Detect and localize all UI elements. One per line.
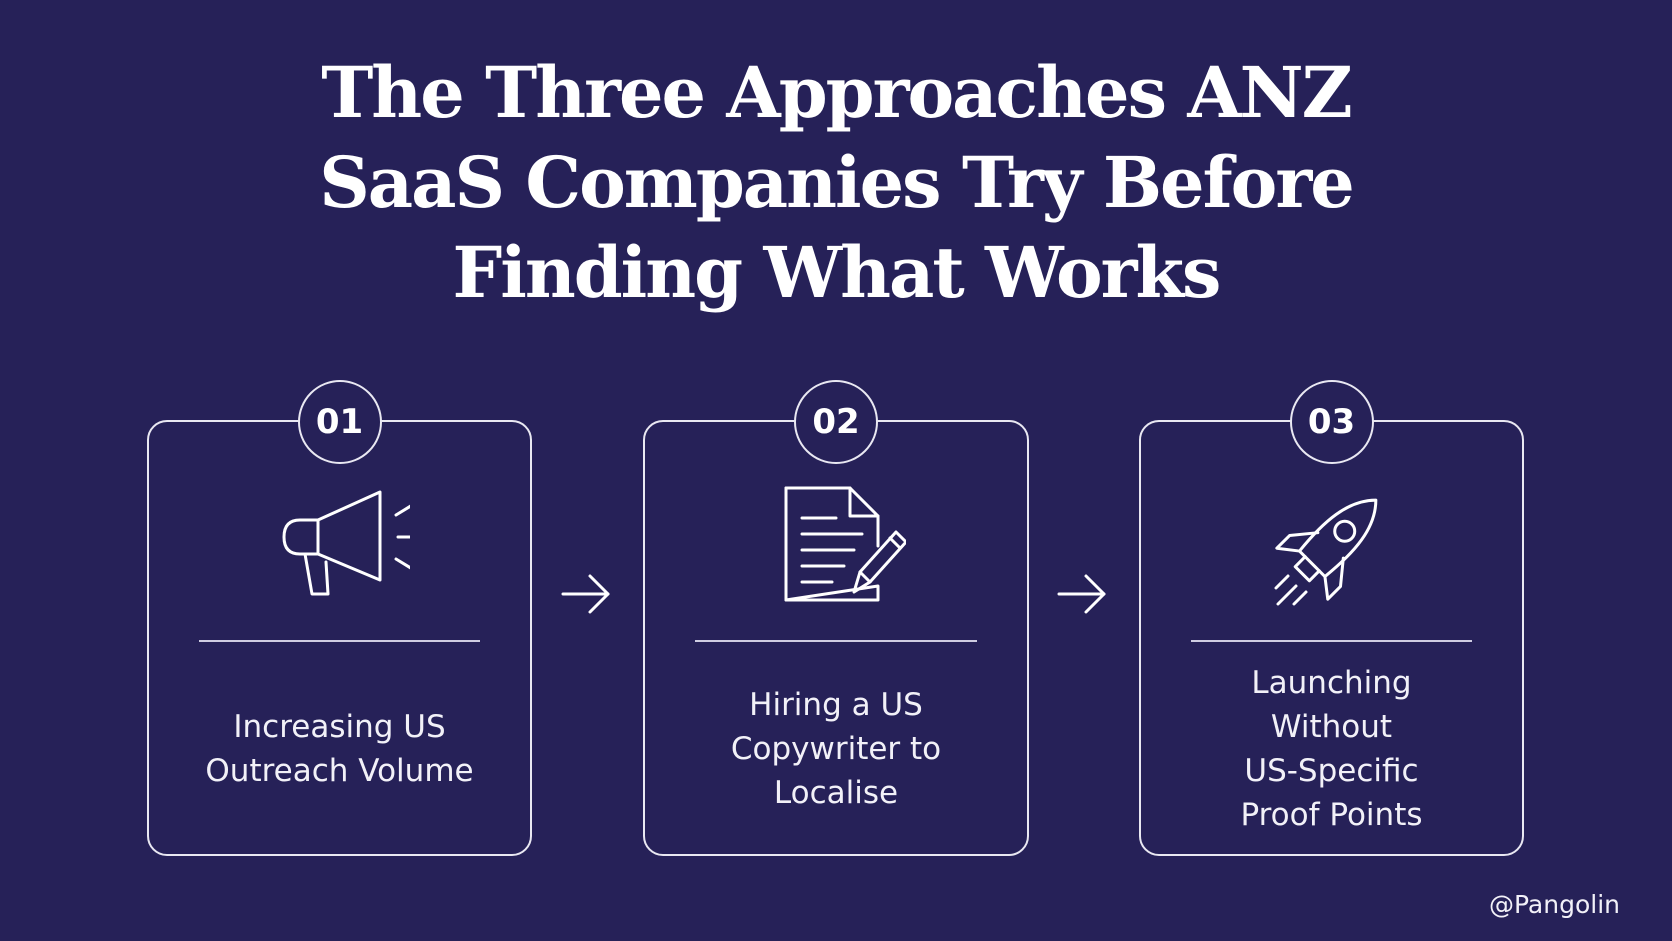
title-line: SaaS Companies Try Before <box>319 141 1355 224</box>
rocket-icon <box>1262 482 1402 612</box>
card-divider <box>199 640 480 642</box>
step-number-badge: 02 <box>794 380 878 464</box>
step-number-badge: 03 <box>1289 380 1374 464</box>
step-label-line: Hiring a US <box>749 687 923 723</box>
step-label-line: Without <box>1270 709 1393 745</box>
step-label: Hiring a US Copywriter to Localise <box>665 644 1007 854</box>
step-label: Launching Without US-Specific Proof Poin… <box>1161 644 1502 854</box>
step-label: Increasing US Outreach Volume <box>169 644 510 854</box>
step-card-01: 01 Increasing US Outreach Volume <box>147 380 532 856</box>
author-handle: @Pangolin <box>1488 890 1620 919</box>
page-title: The Three Approaches ANZ SaaS Companies … <box>0 48 1672 318</box>
step-card-03: 03 Launching Without US-Specific Proof P… <box>1139 380 1524 856</box>
step-label-line: Proof Points <box>1240 797 1423 833</box>
megaphone-icon <box>270 482 410 612</box>
title-line: Finding What Works <box>452 231 1222 314</box>
step-label-line: Launching <box>1251 665 1412 701</box>
card-divider <box>695 640 977 642</box>
step-label-line: Outreach Volume <box>205 753 474 789</box>
card-divider <box>1191 640 1472 642</box>
step-label-line: Copywriter to <box>730 731 942 767</box>
step-label-line: Localise <box>773 775 899 811</box>
step-label-line: US-Specific <box>1244 753 1419 789</box>
arrow-right-icon <box>560 572 614 616</box>
step-label-line: Increasing US <box>233 709 446 745</box>
step-card-02: 02 Hiring a US Copywriter to Localise <box>643 380 1029 856</box>
arrow-right-icon <box>1056 572 1110 616</box>
step-number-badge: 01 <box>297 380 382 464</box>
document-pencil-icon <box>766 482 906 612</box>
title-line: The Three Approaches ANZ <box>321 51 1353 134</box>
